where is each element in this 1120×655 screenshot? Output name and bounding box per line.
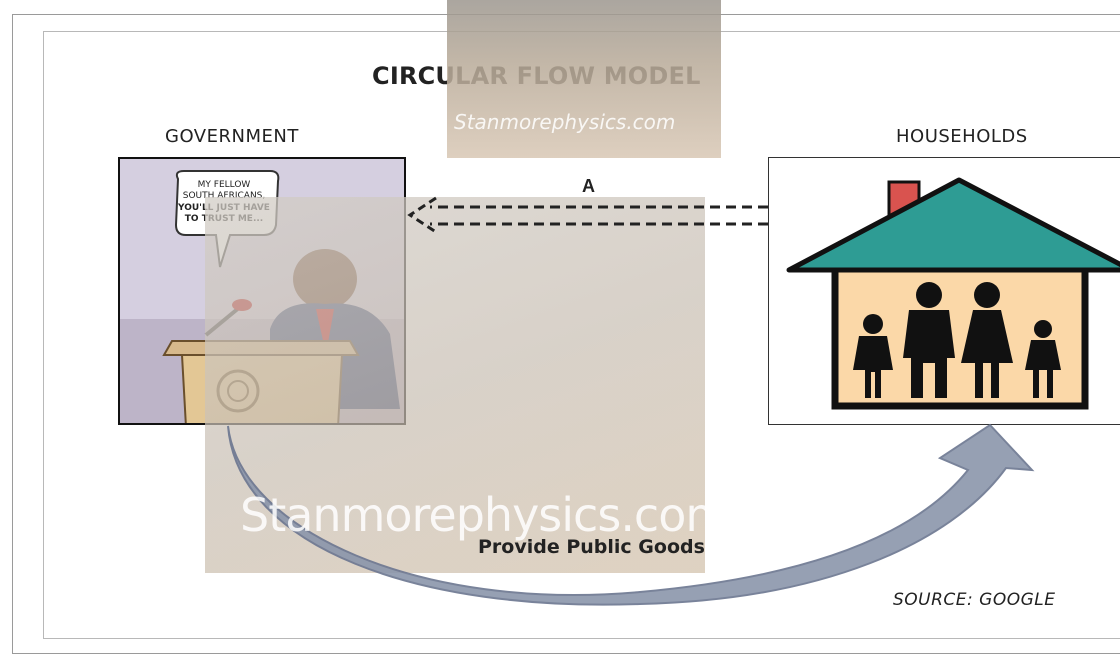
curved-arrow-public-goods [227,423,1035,606]
speech-bubble-line-2: SOUTH AFRICANS, [183,191,266,201]
flow-a-label: A [582,176,595,196]
watermark-center-panel [205,197,705,573]
watermark-large-text: Stanmorephysics.com [240,488,730,542]
speech-bubble-line-1: MY FELLOW [198,180,251,190]
dashed-arrow-a [407,196,768,234]
house-family-icon [786,177,1120,410]
government-label: GOVERNMENT [165,126,299,147]
watermark-small-text: Stanmorephysics.com [454,110,676,134]
households-label: HOUSEHOLDS [896,126,1028,147]
watermark-top-panel [447,0,721,158]
households-image [768,157,1120,425]
public-goods-label: Provide Public Goods [478,536,705,558]
source-label: SOURCE: GOOGLE [893,590,1056,610]
